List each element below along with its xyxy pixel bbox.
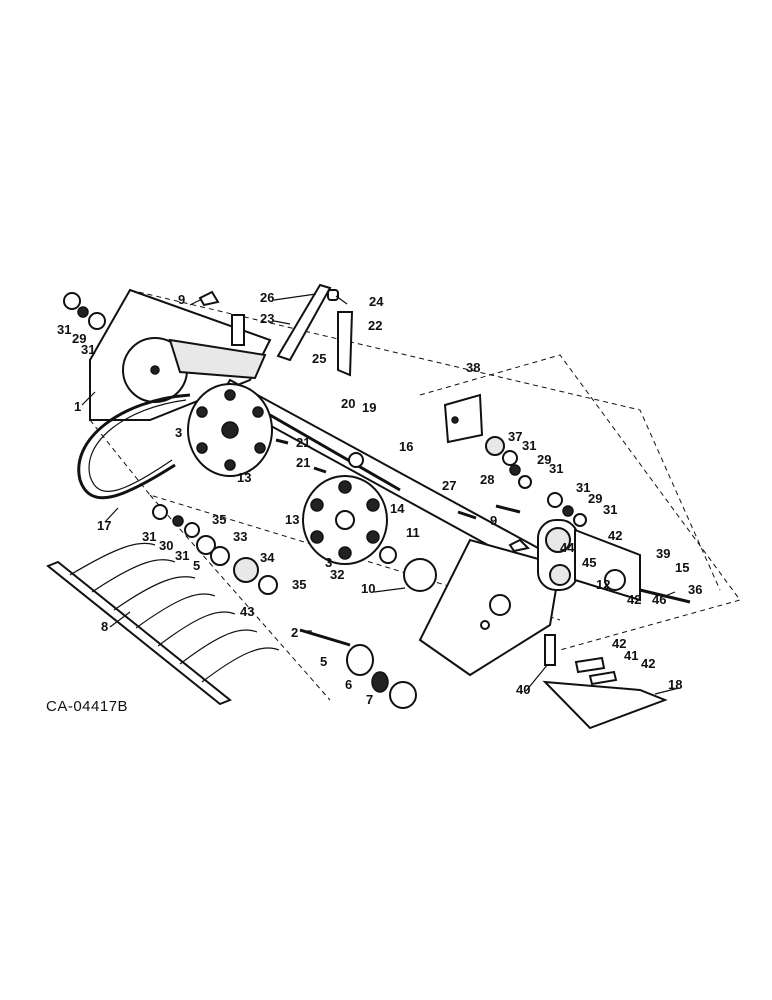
drive-belt [77, 393, 191, 500]
callout-16: 16 [399, 439, 413, 454]
callout-31: 31 [549, 461, 563, 476]
callout-20: 20 [341, 396, 355, 411]
rotor-plate-upper [187, 383, 273, 477]
callout-35: 35 [212, 512, 226, 527]
callout-42: 42 [627, 592, 641, 607]
callout-27: 27 [442, 478, 456, 493]
rotor-plate-lower [302, 475, 388, 565]
callout-2: 2 [291, 625, 298, 640]
callout-31: 31 [57, 322, 71, 337]
skid-plate [542, 634, 668, 730]
callout-6: 6 [345, 677, 352, 692]
callout-42: 42 [641, 656, 655, 671]
callout-9: 9 [178, 292, 185, 307]
callout-31: 31 [576, 480, 590, 495]
callout-28: 28 [480, 472, 494, 487]
callout-31: 31 [175, 548, 189, 563]
callout-44: 44 [560, 540, 575, 555]
callout-5: 5 [193, 558, 200, 573]
callout-36: 36 [688, 582, 702, 597]
callout-11: 11 [406, 525, 420, 540]
callout-31: 31 [522, 438, 536, 453]
lever-assembly [231, 283, 354, 377]
callout-39: 39 [656, 546, 670, 561]
callout-29: 29 [588, 491, 602, 506]
callout-46: 46 [652, 592, 666, 607]
callout-35: 35 [292, 577, 306, 592]
callout-45: 45 [582, 555, 596, 570]
callout-37: 37 [508, 429, 522, 444]
callout-13: 13 [237, 470, 251, 485]
leader-lines [81, 293, 680, 695]
callout-42: 42 [608, 528, 622, 543]
callout-41: 41 [624, 648, 638, 663]
callout-10: 10 [361, 581, 375, 596]
callout-42: 42 [612, 636, 626, 651]
callout-29: 29 [72, 331, 86, 346]
callout-15: 15 [675, 560, 689, 575]
callout-32: 32 [330, 567, 344, 582]
callout-19: 19 [362, 400, 376, 415]
callout-1: 1 [74, 399, 81, 414]
callout-34: 34 [260, 550, 275, 565]
callout-3: 3 [325, 555, 332, 570]
callout-43: 43 [240, 604, 254, 619]
drawing-id: CA-04417B [46, 698, 128, 715]
callout-14: 14 [390, 501, 405, 516]
callout-40: 40 [516, 682, 530, 697]
callout-26: 26 [260, 290, 274, 305]
callout-12: 12 [596, 577, 610, 592]
callout-labels: 1233556789910111213131415161718192021212… [57, 290, 702, 707]
callout-21: 21 [296, 455, 310, 470]
callout-33: 33 [233, 529, 247, 544]
callout-30: 30 [159, 538, 173, 553]
tine-bar [46, 542, 280, 706]
hardware [63, 290, 618, 686]
callout-25: 25 [312, 351, 326, 366]
chain-drive [537, 519, 691, 604]
callout-23: 23 [260, 311, 274, 326]
callout-31: 31 [81, 342, 95, 357]
callout-8: 8 [101, 619, 108, 634]
callout-38: 38 [466, 360, 480, 375]
callout-5: 5 [320, 654, 327, 669]
callout-24: 24 [369, 294, 384, 309]
mounting-bracket [443, 393, 484, 444]
belt-guard-right [418, 538, 562, 677]
callout-18: 18 [668, 677, 682, 692]
callout-3: 3 [175, 425, 182, 440]
lower-shaft-stack [299, 628, 417, 709]
callout-31: 31 [142, 529, 156, 544]
callout-31: 31 [603, 502, 617, 517]
callout-7: 7 [366, 692, 373, 707]
callout-17: 17 [97, 518, 111, 533]
callout-22: 22 [368, 318, 382, 333]
callout-13: 13 [285, 512, 299, 527]
callout-21: 21 [296, 435, 310, 450]
callout-9: 9 [490, 513, 497, 528]
callout-29: 29 [537, 452, 551, 467]
